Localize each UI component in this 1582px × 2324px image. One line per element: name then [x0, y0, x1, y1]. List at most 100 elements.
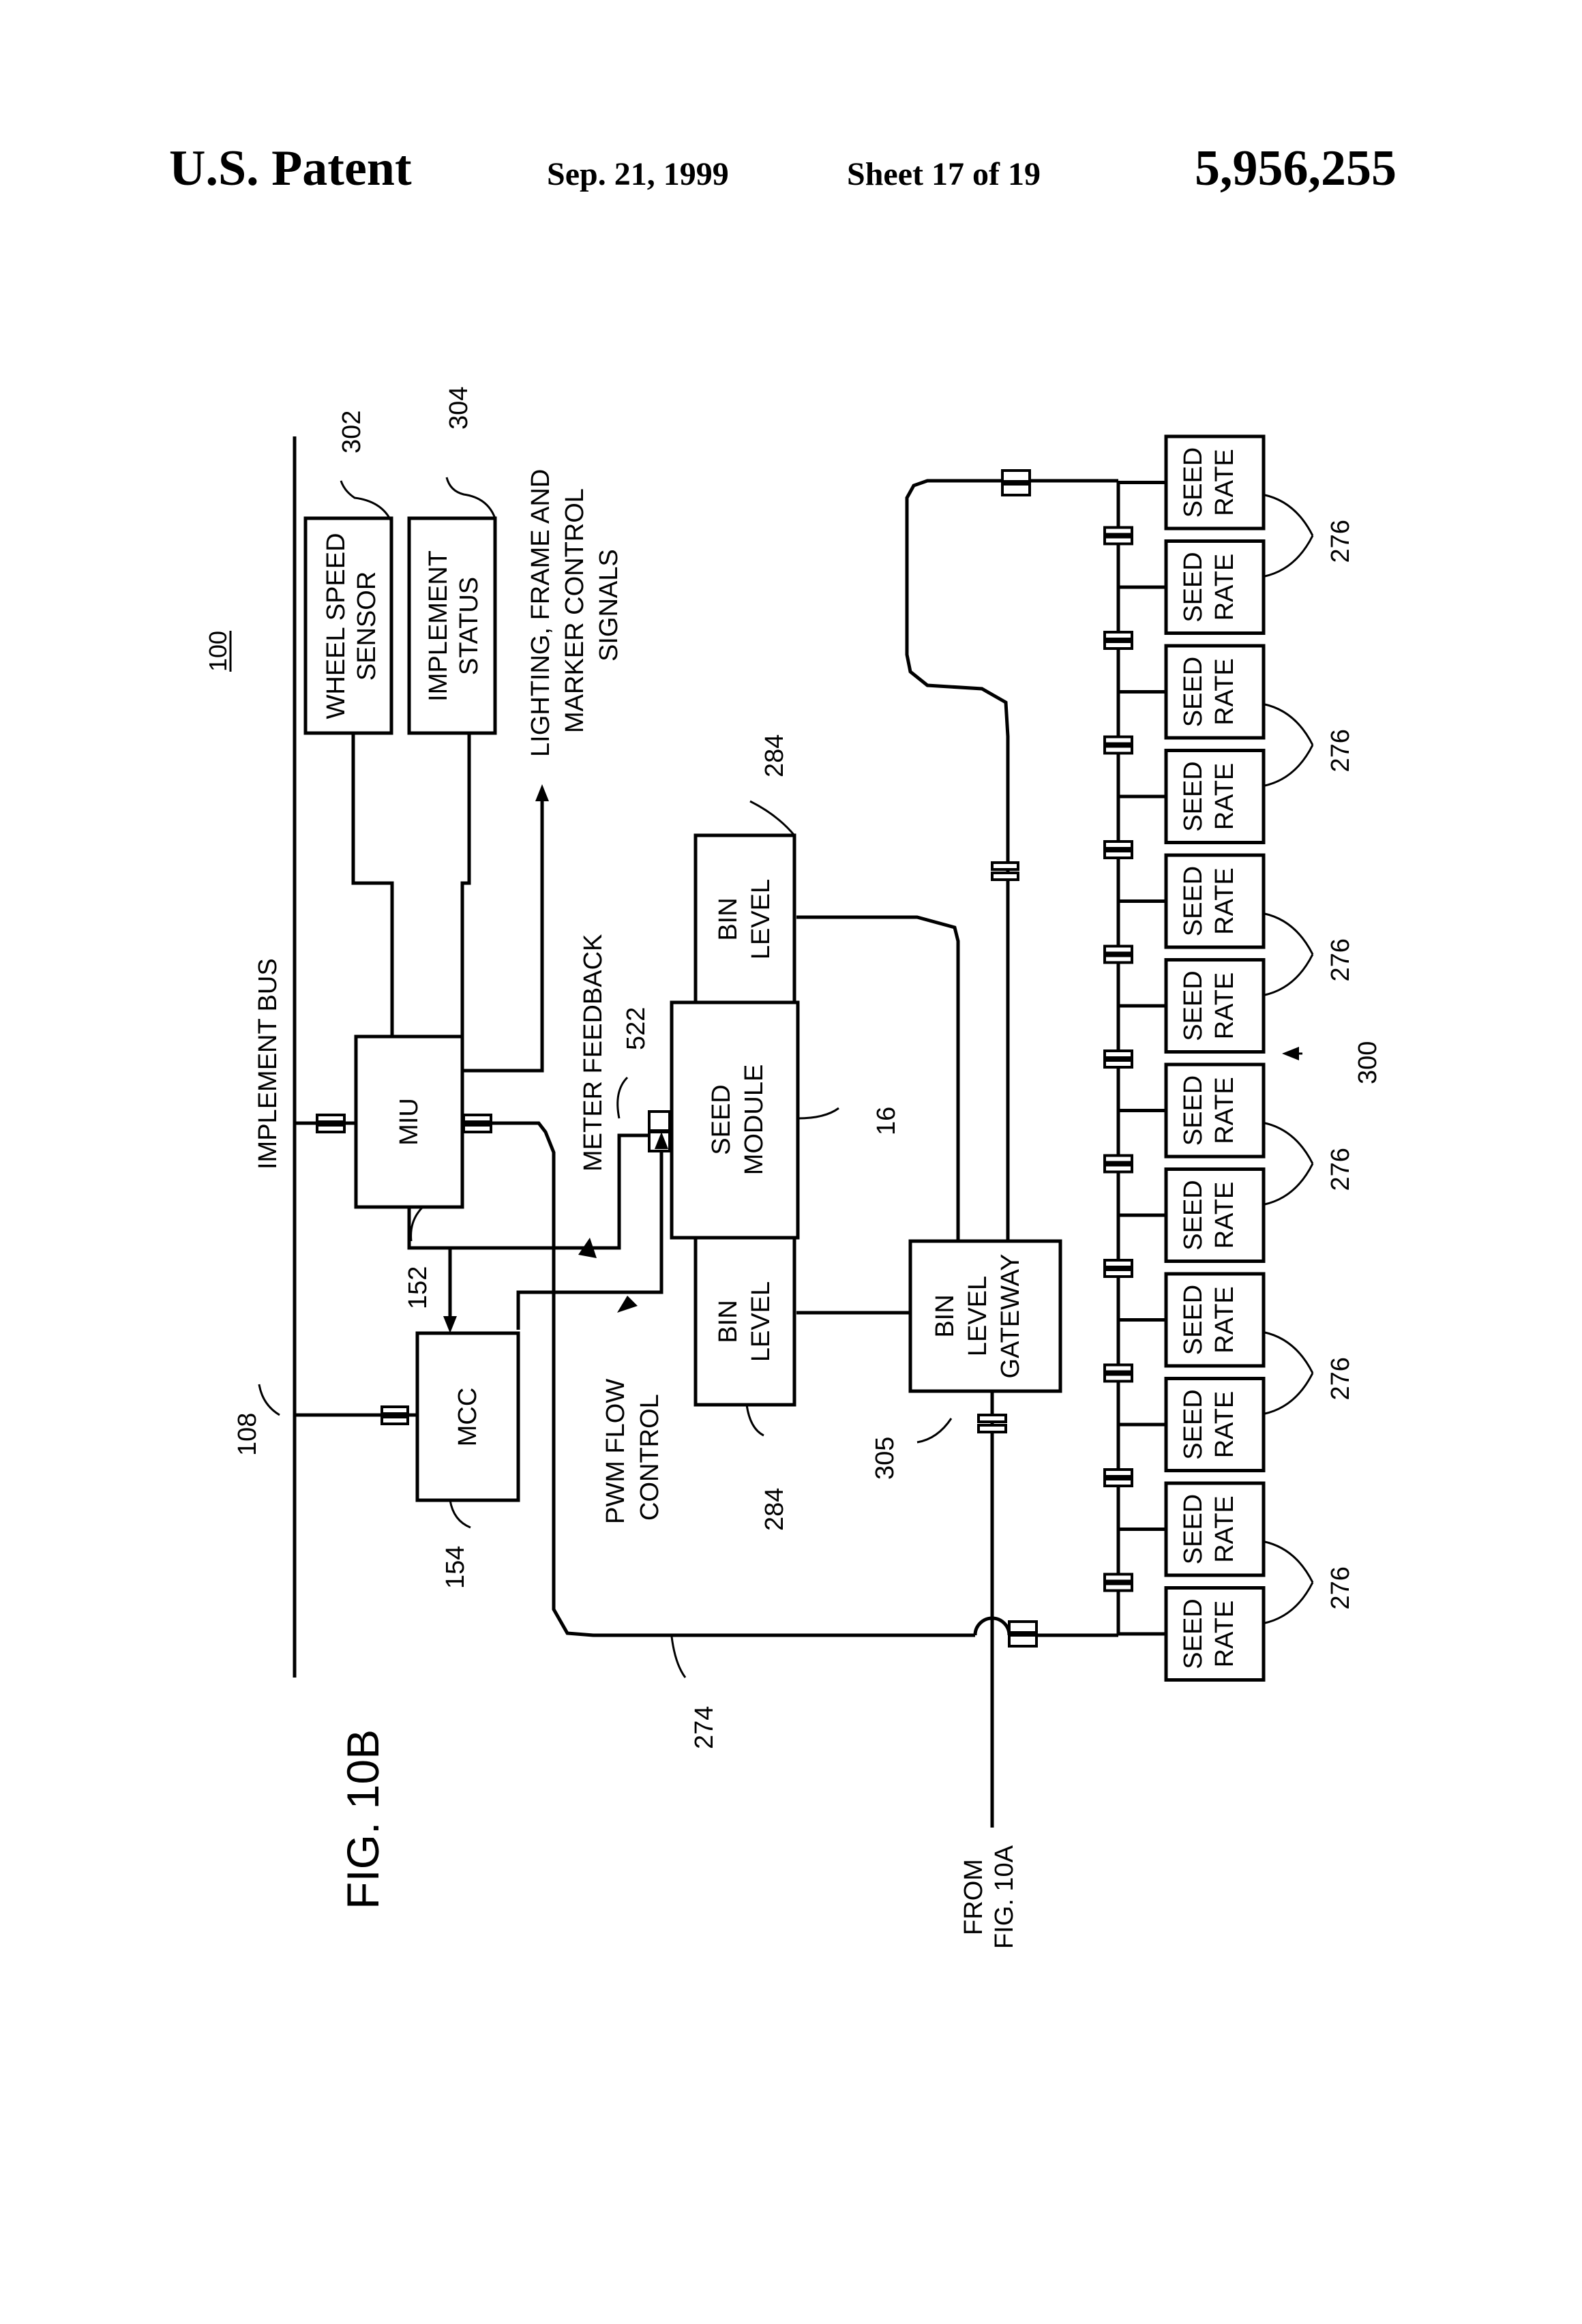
implement-status-label-2: STATUS [455, 577, 483, 675]
seed-rate-box [1164, 958, 1266, 1054]
ref-276-leader [1263, 1163, 1314, 1206]
ref-274: 274 [690, 1706, 719, 1749]
ref-276: 276 [1326, 938, 1355, 981]
seed-rate-label-1: SEED [1179, 1285, 1208, 1355]
seed-bus-connector [1103, 1154, 1133, 1164]
seed-rate-box [1164, 644, 1266, 740]
mcc-box [415, 1331, 520, 1502]
miu-label: MIU [395, 1098, 423, 1146]
seed-bus-connector [1103, 1573, 1133, 1583]
bin-level-upper-label-2: LEVEL [747, 879, 775, 959]
ref-154: 154 [441, 1546, 470, 1589]
ref-16: 16 [872, 1107, 901, 1135]
seed-rate-label-2: RATE [1210, 1077, 1239, 1144]
ref-276: 276 [1326, 729, 1355, 772]
seed-bus-connector [1103, 1478, 1133, 1487]
seed-rate-label-1: SEED [1179, 1494, 1208, 1564]
gateway-label-2: LEVEL [964, 1276, 992, 1356]
seed-bus-connector [1103, 631, 1133, 640]
seed-rate-label-2: RATE [1210, 867, 1239, 935]
ref-276-leader [1263, 744, 1314, 787]
bin-level-lower-label-2: LEVEL [747, 1281, 775, 1362]
seed-bus-connector [1103, 840, 1133, 850]
ref-276-leader [1263, 912, 1314, 955]
seed-rate-label-1: SEED [1179, 447, 1208, 518]
seed-rate-box [1164, 853, 1266, 949]
seed-module-label-2: MODULE [740, 1064, 768, 1176]
seed-module-label-1: SEED [707, 1084, 736, 1154]
bin-level-box-upper [693, 833, 796, 1004]
wheel-speed-sensor-box [303, 516, 393, 735]
ref-276: 276 [1326, 1566, 1355, 1609]
wheel-speed-label-1: WHEEL SPEED [322, 533, 350, 719]
ref-304: 304 [445, 387, 473, 430]
ref-108: 108 [233, 1413, 262, 1456]
ref-276-leader [1263, 1581, 1314, 1624]
seed-rate-label-1: SEED [1179, 657, 1208, 727]
seed-rate-box [1164, 1586, 1266, 1682]
seed-rate-label-1: SEED [1179, 970, 1208, 1041]
seed-rate-box [1164, 1481, 1266, 1577]
seed-bus-connector [1103, 954, 1133, 964]
implement-bus-label: IMPLEMENT BUS [254, 958, 282, 1170]
seed-rate-label-2: RATE [1210, 1391, 1239, 1459]
seed-rate-label-1: SEED [1179, 1180, 1208, 1250]
seed-bus-connector [1103, 850, 1133, 859]
implement-status-label-1: IMPLEMENT [424, 550, 453, 702]
ref-152: 152 [404, 1266, 432, 1309]
seed-module-box [670, 1000, 800, 1240]
seed-rate-label-2: RATE [1210, 658, 1239, 726]
ref-305: 305 [871, 1437, 899, 1480]
seed-bus-connector [1103, 535, 1133, 546]
from-label-1: FROM [959, 1859, 988, 1935]
implement-status-box [407, 516, 497, 735]
pwm-label-1: PWM FLOW [601, 1379, 630, 1524]
ref-284-lower: 284 [760, 1488, 789, 1531]
ref-276-leader [1263, 953, 1314, 996]
ref-100: 100 [204, 631, 232, 672]
seed-rate-box [1164, 434, 1266, 531]
seed-rate-label-2: RATE [1210, 1600, 1239, 1668]
seed-bus-connector [1103, 1373, 1133, 1383]
seed-bus-connector [1103, 1268, 1133, 1278]
mcc-label: MCC [453, 1388, 482, 1447]
seed-rate-label-1: SEED [1179, 866, 1208, 936]
seed-rate-box [1164, 539, 1266, 635]
seed-bus-connector [1103, 640, 1133, 650]
bin-level-lower-label-1: BIN [714, 1300, 743, 1343]
bin-level-box-lower [693, 1236, 796, 1407]
meter-feedback-label: METER FEEDBACK [579, 934, 608, 1172]
miu-box [354, 1034, 464, 1209]
ref-300: 300 [1354, 1041, 1382, 1084]
figure-label: FIG. 10B [338, 1729, 388, 1909]
seed-rate-label-1: SEED [1179, 761, 1208, 831]
seed-bus-connector [1103, 1259, 1133, 1268]
lighting-label-2: MARKER CONTROL [561, 488, 589, 733]
patent-number: 5,956,255 [1195, 140, 1397, 196]
lighting-label-3: SIGNALS [595, 549, 623, 661]
seed-rate-label-2: RATE [1210, 554, 1239, 621]
patent-title: U.S. Patent [169, 140, 412, 196]
seed-bus-connector [1103, 1468, 1133, 1478]
seed-rate-label-2: RATE [1210, 972, 1239, 1040]
seed-rate-label-2: RATE [1210, 449, 1239, 516]
ref-276-leader [1263, 1540, 1314, 1583]
ref-276-leader [1263, 535, 1314, 578]
wheel-speed-label-2: SENSOR [353, 571, 381, 681]
ref-276-leader [1263, 703, 1314, 746]
seed-bus-connector [1103, 1582, 1133, 1592]
seed-rate-box [1164, 1377, 1266, 1472]
seed-rate-label-2: RATE [1210, 1286, 1239, 1354]
seed-rate-label-1: SEED [1179, 1075, 1208, 1146]
seed-rate-box [1164, 1167, 1266, 1263]
ref-302: 302 [338, 411, 366, 453]
ref-284-upper: 284 [760, 734, 789, 777]
seed-rate-box [1164, 749, 1266, 844]
seed-bus-connector [1103, 1049, 1133, 1059]
lighting-label-1: LIGHTING, FRAME AND [526, 469, 555, 757]
seed-rate-label-2: RATE [1210, 1495, 1239, 1563]
ref-276-leader [1263, 1331, 1314, 1374]
ref-276: 276 [1326, 1148, 1355, 1191]
seed-rate-box [1164, 1272, 1266, 1368]
